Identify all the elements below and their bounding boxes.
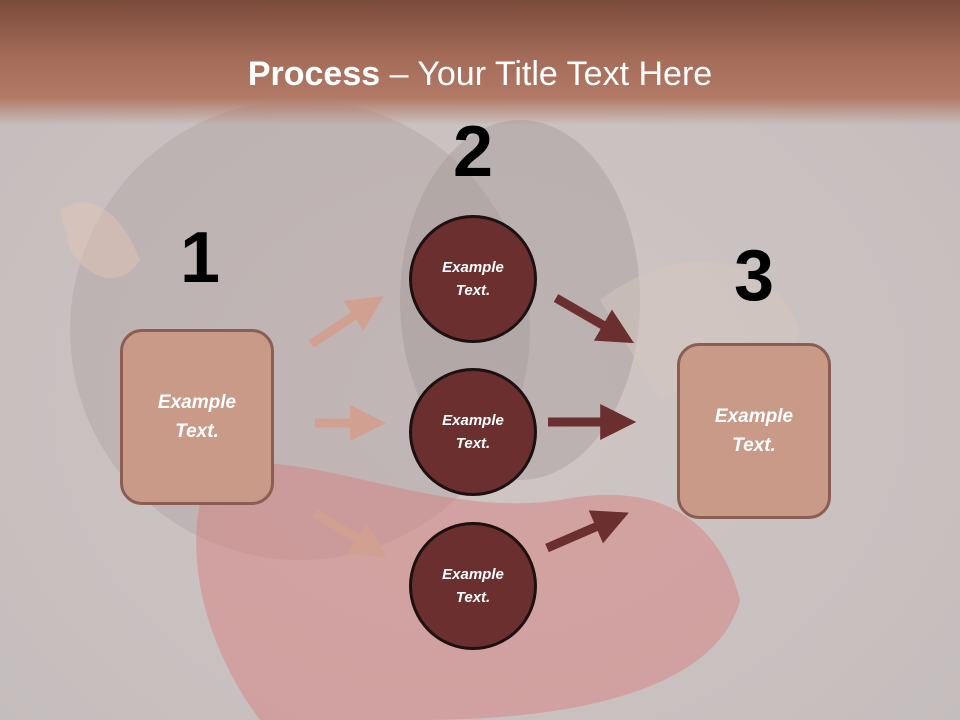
- step-number-1: 1: [179, 218, 221, 298]
- step-number-2: 2: [452, 112, 494, 192]
- step-number-3: 3: [733, 236, 775, 316]
- circle-bottom[interactable]: Example Text.: [409, 522, 537, 650]
- slide-title: Process – Your Title Text Here: [0, 52, 960, 96]
- title-bar: [0, 0, 960, 125]
- left-box-text: Example Text.: [157, 392, 237, 442]
- left-text-box[interactable]: Example Text.: [120, 329, 274, 505]
- circle-bottom-text: Example Text.: [442, 566, 504, 606]
- circle-top[interactable]: Example Text.: [409, 215, 537, 343]
- circle-middle[interactable]: Example Text.: [409, 368, 537, 496]
- title-rest: – Your Title Text Here: [380, 55, 713, 93]
- right-box-text: Example Text.: [714, 406, 794, 456]
- title-bold: Process: [247, 55, 381, 93]
- right-text-box[interactable]: Example Text.: [677, 343, 831, 519]
- circle-top-text: Example Text.: [442, 259, 504, 299]
- circle-middle-text: Example Text.: [442, 412, 504, 452]
